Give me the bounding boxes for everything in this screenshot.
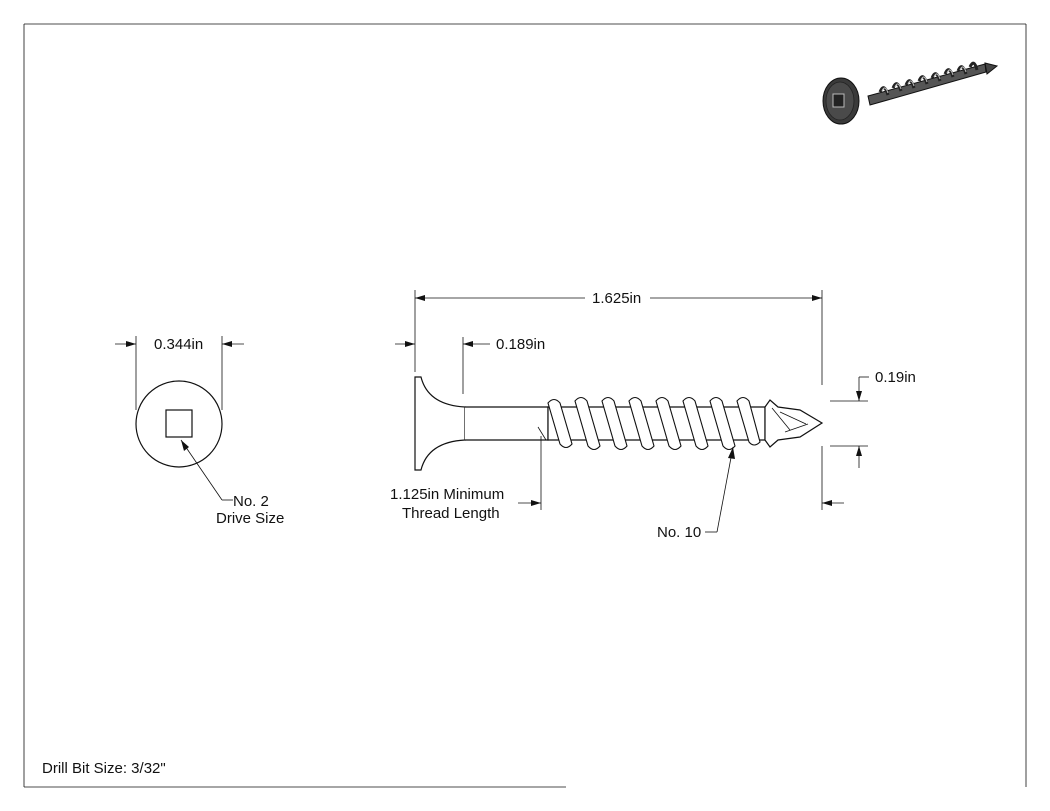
screw-isometric-thumbnail: [822, 61, 999, 125]
drawing-border: [23, 23, 1027, 788]
overall-length-label: 1.625in: [592, 290, 641, 307]
screw-head-profile: [414, 376, 466, 471]
head-diameter-label: 0.344in: [154, 336, 203, 353]
screw-size-leader: No. 10: [657, 446, 735, 541]
head-height-label: 0.189in: [496, 336, 545, 353]
screw-shank: [465, 406, 549, 441]
overall-length-dimension: 1.625in: [414, 290, 823, 385]
tip-dimension-label: 0.19in: [875, 369, 916, 386]
thread-length-label-line1: 1.125in Minimum: [390, 486, 504, 503]
side-view: 1.625in 0.189in 0.19in: [390, 290, 916, 541]
drive-size-leader: No. 2 Drive Size: [180, 439, 284, 527]
screw-threads: [547, 396, 761, 451]
square-drive-recess: [165, 409, 193, 438]
drill-bit-size-note: Drill Bit Size: 3/32": [42, 760, 166, 777]
tip-dimension: 0.19in: [830, 369, 916, 468]
screw-tip: [764, 399, 824, 448]
thread-length-label-line2: Thread Length: [402, 505, 500, 522]
end-view: 0.344in No. 2 Drive Size: [115, 336, 284, 527]
drive-size-label-line1: No. 2: [233, 493, 269, 510]
screw-size-label: No. 10: [657, 524, 701, 541]
thread-length-dimension: 1.125in Minimum Thread Length: [390, 436, 844, 522]
head-height-dimension: 0.189in: [395, 336, 545, 394]
drive-size-label-line2: Drive Size: [216, 510, 284, 527]
head-diameter-dimension: 0.344in: [115, 336, 244, 410]
